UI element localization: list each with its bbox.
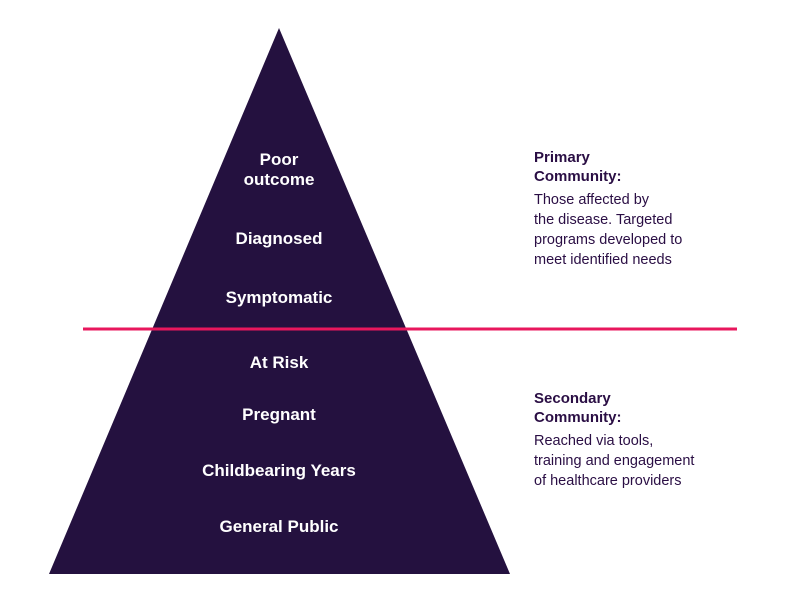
- secondary-community-title: Secondary Community:: [534, 390, 622, 426]
- primary-community-block: Primary Community: Those affected by the…: [534, 148, 754, 270]
- tier-childbearing-years: Childbearing Years: [202, 461, 356, 480]
- secondary-community-block: Secondary Community: Reached via tools, …: [534, 389, 754, 491]
- tier-symptomatic: Symptomatic: [225, 288, 333, 307]
- secondary-community-description: Reached via tools, training and engageme…: [534, 433, 695, 489]
- primary-community-title: Primary Community:: [534, 149, 622, 185]
- tier-poor-outcome: Poor outcome: [243, 150, 315, 189]
- tier-pregnant: Pregnant: [242, 405, 316, 424]
- tier-general-public: General Public: [219, 517, 339, 536]
- pyramid-shape: [49, 28, 510, 574]
- tier-diagnosed: Diagnosed: [235, 229, 323, 248]
- tier-at-risk: At Risk: [249, 353, 309, 372]
- primary-community-description: Those affected by the disease. Targeted …: [534, 192, 683, 268]
